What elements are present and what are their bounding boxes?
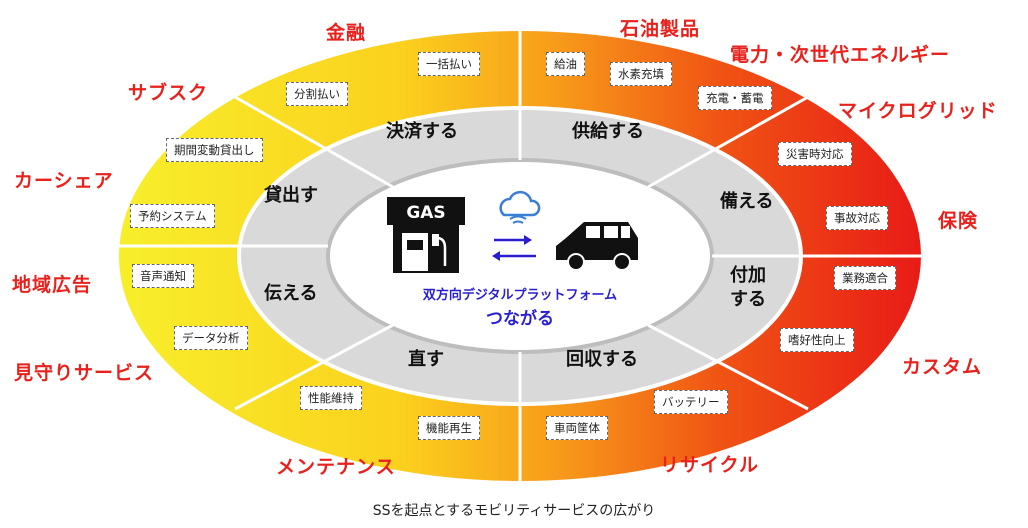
platform-label: 双方向デジタルプラットフォーム (422, 288, 618, 303)
outer-label-microgrid: マイクログリッド (838, 100, 998, 122)
outer-label-local-ads: 地域広告 (12, 274, 93, 296)
outer-label-energy: 電力・次世代エネルギー (730, 44, 951, 66)
diagram-caption: SSを起点とするモビリティサービスの広がり (372, 503, 656, 519)
action-convey: 伝える (264, 283, 318, 304)
tag-voice-notice: 音声通知 (132, 264, 194, 288)
outer-label-custom: カスタム (902, 356, 983, 378)
outer-label-petroleum: 石油製品 (620, 18, 701, 40)
action-collect: 回収する (566, 349, 638, 370)
action-add-line2: する (730, 289, 766, 310)
tag-disaster: 災害時対応 (778, 142, 852, 166)
tag-charge-store: 充電・蓄電 (698, 86, 772, 110)
tag-fueling: 給油 (546, 52, 585, 76)
outer-label-maintenance: メンテナンス (276, 456, 396, 478)
outer-label-recycle: リサイクル (660, 454, 760, 476)
car-icon (556, 222, 638, 271)
tag-reservation: 予約システム (130, 204, 215, 228)
outer-label-carshare: カーシェア (14, 170, 114, 192)
outer-label-subscription: サブスク (128, 82, 209, 104)
tag-installment: 分割払い (286, 82, 348, 106)
action-fix: 直す (408, 349, 444, 370)
outer-label-watch-service: 見守りサービス (14, 362, 155, 384)
gas-sign-text: GAS (406, 203, 445, 223)
action-lend: 貸出す (264, 185, 318, 206)
tag-period-rental: 期間変動貸出し (166, 138, 263, 162)
outer-label-insurance: 保険 (938, 210, 979, 232)
tag-battery: バッテリー (654, 390, 728, 414)
gas-station-icon (387, 197, 465, 273)
action-prepare: 備える (720, 191, 774, 212)
outer-label-finance: 金融 (326, 22, 367, 44)
tag-accident: 事故対応 (826, 206, 888, 230)
bidirectional-arrow-icon (492, 235, 536, 261)
action-settle: 決済する (386, 121, 458, 142)
tag-business: 業務適合 (834, 266, 896, 290)
action-add: 付加 する (730, 264, 766, 312)
tag-body: 車両筐体 (546, 416, 608, 440)
tag-preference: 嗜好性向上 (780, 328, 854, 352)
segment-dividers (118, 30, 922, 482)
tag-hydrogen: 水素充填 (610, 62, 672, 86)
action-add-line1: 付加 (730, 265, 766, 286)
tag-function-regen: 機能再生 (418, 416, 480, 440)
connect-label: つながる (486, 309, 554, 329)
tag-lump-sum: 一括払い (418, 52, 480, 76)
tag-performance: 性能維持 (300, 386, 362, 410)
cloud-icon (499, 190, 541, 224)
tag-data-analysis: データ分析 (174, 326, 248, 350)
action-supply: 供給する (572, 121, 644, 142)
